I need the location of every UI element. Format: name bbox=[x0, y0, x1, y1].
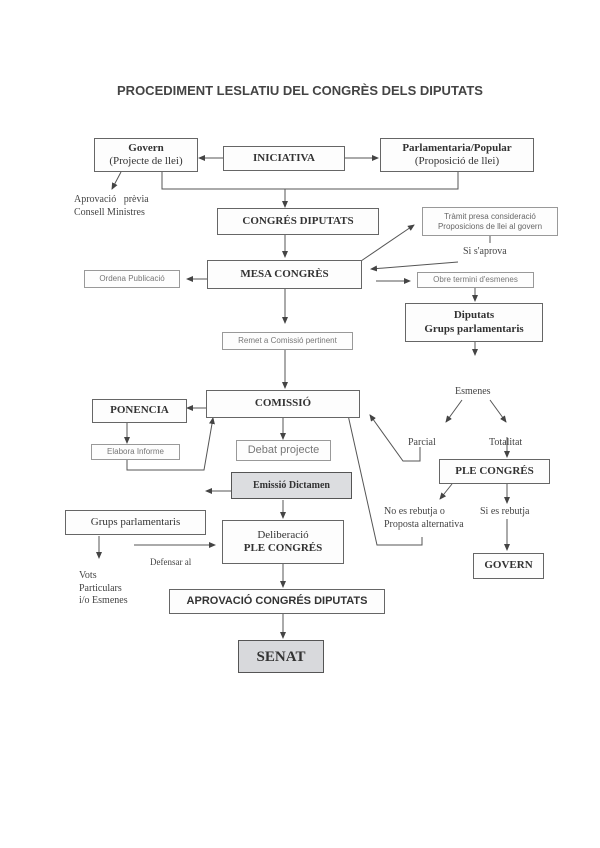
deliberacio-box: Deliberació PLE CONGRÉS bbox=[222, 520, 344, 564]
arrow-govern-aprovacio-previa bbox=[111, 171, 122, 190]
arrow-no-rebutja-comissio bbox=[342, 396, 423, 546]
tramit-line1: Tràmit presa consideració bbox=[444, 211, 536, 221]
arrow-esmenes-totalitat bbox=[489, 399, 507, 423]
grups-parlamentaris-box: Grups parlamentaris bbox=[65, 510, 206, 535]
congres-diputats-box: CONGRÉS DIPUTATS bbox=[217, 208, 379, 235]
parcial-label: Parcial bbox=[408, 437, 436, 448]
si-es-rebutja-label: Si es rebutja bbox=[480, 506, 530, 517]
remet-comissio-box: Remet a Comissió pertinent bbox=[222, 332, 353, 350]
senat-label: SENAT bbox=[256, 648, 306, 665]
arrow-elabora-comissio bbox=[126, 417, 215, 471]
parlamentaria-box: Parlamentaria/Popular (Proposició de lle… bbox=[380, 138, 534, 172]
grups-parlamentaris-box-label: Grups parlamentaris bbox=[90, 515, 181, 528]
govern-box: Govern (Projecte de llei) bbox=[94, 138, 198, 172]
defensar-al-label: Defensar al bbox=[150, 557, 192, 567]
no-es-rebutja-line1: No es rebutja o bbox=[384, 506, 445, 517]
govern-title: Govern bbox=[128, 141, 164, 154]
ple-congres-right-label: PLE CONGRÉS bbox=[455, 464, 534, 477]
arrow-si-saprova-mesa bbox=[370, 261, 459, 272]
deliberacio-ple-label: PLE CONGRÉS bbox=[243, 542, 323, 554]
no-es-rebutja-label: No es rebutja o Proposta alternativa bbox=[384, 506, 464, 531]
ordena-publicacio-box: Ordena Publicació bbox=[84, 270, 180, 288]
diputats-grups-box: Diputats Grups parlamentaris bbox=[405, 303, 543, 342]
debat-projecte-label: Debat projecte bbox=[247, 443, 320, 456]
govern-bottom-label: GOVERN bbox=[484, 559, 533, 572]
remet-comissio-label: Remet a Comissió pertinent bbox=[238, 336, 337, 346]
arrow-ple-no-rebutja bbox=[439, 483, 453, 500]
mesa-congres-box: MESA CONGRÈS bbox=[207, 260, 362, 289]
deliberacio-label: Deliberació bbox=[257, 528, 309, 541]
si-saprova-label: Si s'aprova bbox=[463, 246, 507, 257]
elabora-informe-label: Elabora Informe bbox=[107, 447, 164, 457]
ordena-publicacio-label: Ordena Publicació bbox=[99, 274, 165, 284]
page-title: PROCEDIMENT LESLATIU DEL CONGRÈS DELS DI… bbox=[117, 83, 483, 98]
aprovacio-previa-line1: Aprovació prèvia bbox=[74, 194, 149, 205]
vots-line1: Vots bbox=[79, 570, 97, 581]
elabora-informe-box: Elabora Informe bbox=[91, 444, 180, 460]
tramit-box: Tràmit presa consideració Proposicions d… bbox=[422, 207, 558, 236]
congres-diputats-label: CONGRÉS DIPUTATS bbox=[242, 214, 354, 227]
aprovacio-congres-box: APROVACIÓ CONGRÉS DIPUTATS bbox=[169, 589, 385, 614]
debat-projecte-box: Debat projecte bbox=[236, 440, 331, 461]
obre-termini-box: Obre termini d'esmenes bbox=[417, 272, 534, 288]
totalitat-label: Totalitat bbox=[489, 437, 523, 448]
parlamentaria-title: Parlamentaria/Popular bbox=[402, 141, 512, 154]
arrow-esmenes-parcial bbox=[445, 399, 463, 423]
aprovacio-previa-label: Aprovació prèvia Consell Ministres bbox=[74, 194, 149, 219]
parlamentaria-subtitle: (Proposició de llei) bbox=[414, 155, 500, 167]
iniciativa-label: INICIATIVA bbox=[253, 151, 315, 164]
emissio-dictamen-box: Emissió Dictamen bbox=[231, 472, 352, 499]
emissio-dictamen-label: Emissió Dictamen bbox=[253, 479, 330, 491]
senat-box: SENAT bbox=[238, 640, 324, 673]
ponencia-label: PONENCIA bbox=[110, 404, 169, 417]
grups-parlamentaris-label: Grups parlamentaris bbox=[424, 322, 524, 335]
vots-line3: i/o Esmenes bbox=[79, 595, 128, 606]
arrow-parcial-comissio bbox=[369, 414, 421, 462]
iniciativa-box: INICIATIVA bbox=[223, 146, 345, 171]
diputats-label: Diputats bbox=[453, 309, 495, 322]
aprovacio-congres-label: APROVACIÓ CONGRÉS DIPUTATS bbox=[186, 594, 368, 607]
arrow-mesa-tramit bbox=[360, 224, 415, 262]
no-es-rebutja-line2: Proposta alternativa bbox=[384, 518, 464, 530]
obre-termini-label: Obre termini d'esmenes bbox=[433, 275, 518, 285]
govern-subtitle: (Projecte de llei) bbox=[109, 155, 183, 167]
aprovacio-previa-line2: Consell Ministres bbox=[74, 206, 145, 218]
vots-line2: Particulars bbox=[79, 582, 122, 594]
ple-congres-right-box: PLE CONGRÉS bbox=[439, 459, 550, 484]
mesa-congres-label: MESA CONGRÈS bbox=[240, 267, 329, 280]
comissio-box: COMISSIÓ bbox=[206, 390, 360, 418]
ponencia-box: PONENCIA bbox=[92, 399, 187, 423]
comissio-label: COMISSIÓ bbox=[254, 397, 312, 410]
tramit-line2: Proposicions de llei al govern bbox=[437, 221, 543, 231]
vots-particulars-label: Vots Particulars i/o Esmenes bbox=[79, 570, 128, 608]
govern-bottom-box: GOVERN bbox=[473, 553, 544, 579]
connector-govern-congres bbox=[161, 172, 459, 190]
esmenes-label: Esmenes bbox=[455, 386, 491, 397]
